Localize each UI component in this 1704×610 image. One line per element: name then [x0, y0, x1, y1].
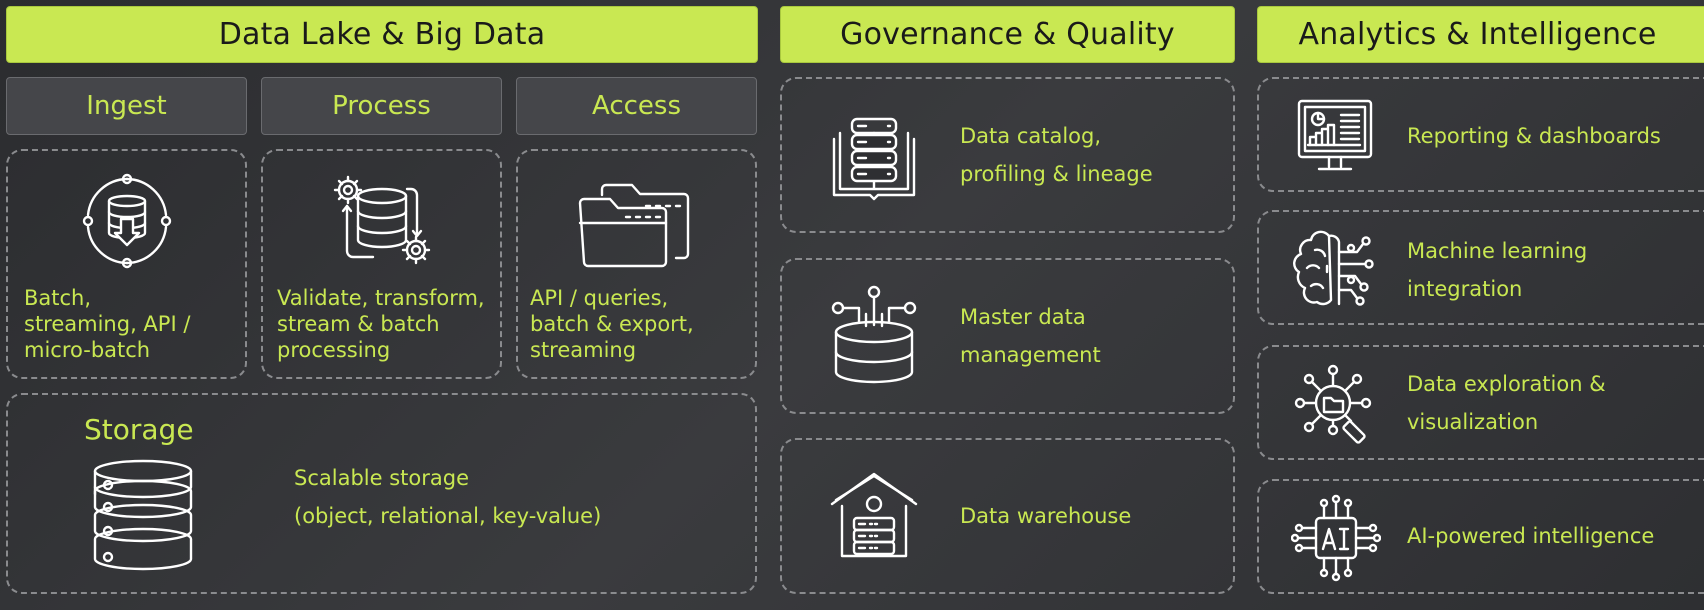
- data-catalog-icon: [832, 117, 916, 201]
- analytics-item-ml: Machine learning integration: [1257, 210, 1704, 325]
- analytics-header: Analytics & Intelligence: [1257, 6, 1704, 63]
- process-label: Process: [332, 91, 431, 121]
- database-cycle-icon: [82, 173, 172, 269]
- analytics-item-ai: AI-powered intelligence: [1257, 479, 1704, 594]
- warehouse-description: Data warehouse: [960, 504, 1132, 528]
- data-lake-header: Data Lake & Big Data: [6, 6, 758, 63]
- access-label: Access: [591, 91, 681, 121]
- master-data-description: Master data management: [960, 305, 1101, 367]
- governance-item-warehouse: Data warehouse: [780, 438, 1235, 594]
- data-lake-title: Data Lake & Big Data: [218, 17, 546, 52]
- database-gears-icon: [333, 175, 431, 265]
- ml-description: Machine learning integration: [1407, 239, 1588, 301]
- reporting-description: Reporting & dashboards: [1407, 124, 1661, 148]
- access-card: API / queries, batch & export, streaming: [516, 149, 757, 379]
- analytics-item-reporting: Reporting & dashboards: [1257, 77, 1704, 192]
- ingest-header: Ingest: [6, 77, 247, 135]
- ingest-description: Batch, streaming, API / micro-batch: [24, 286, 191, 362]
- storage-card: Storage Scalable storage (object, relati…: [6, 393, 757, 594]
- analytics-item-exploration: Data exploration & visualization: [1257, 345, 1704, 460]
- catalog-description: Data catalog, profiling & lineage: [960, 124, 1153, 186]
- ingest-card: Batch, streaming, API / micro-batch: [6, 149, 247, 379]
- database-server-icon: [93, 459, 193, 571]
- storage-description: Scalable storage (object, relational, ke…: [294, 466, 602, 528]
- master-data-icon: [831, 285, 917, 384]
- folder-search-icon: [1294, 364, 1372, 444]
- exploration-description: Data exploration & visualization: [1407, 372, 1606, 434]
- brain-circuit-icon: [1293, 230, 1374, 306]
- governance-item-master-data: Master data management: [780, 258, 1235, 414]
- process-description: Validate, transform, stream & batch proc…: [277, 286, 485, 362]
- data-warehouse-icon: [830, 472, 918, 558]
- dashboard-monitor-icon: [1297, 99, 1373, 171]
- governance-item-catalog: Data catalog, profiling & lineage: [780, 77, 1235, 233]
- process-card: Validate, transform, stream & batch proc…: [261, 149, 502, 379]
- storage-title: Storage: [84, 413, 194, 446]
- governance-header: Governance & Quality: [780, 6, 1235, 63]
- ai-description: AI-powered intelligence: [1407, 524, 1655, 548]
- access-description: API / queries, batch & export, streaming: [530, 286, 694, 362]
- governance-title: Governance & Quality: [840, 17, 1175, 52]
- ingest-label: Ingest: [86, 91, 167, 121]
- process-header: Process: [261, 77, 502, 135]
- access-header: Access: [516, 77, 757, 135]
- folders-icon: [578, 183, 690, 268]
- ai-chip-icon: [1291, 494, 1381, 582]
- analytics-title: Analytics & Intelligence: [1298, 17, 1657, 52]
